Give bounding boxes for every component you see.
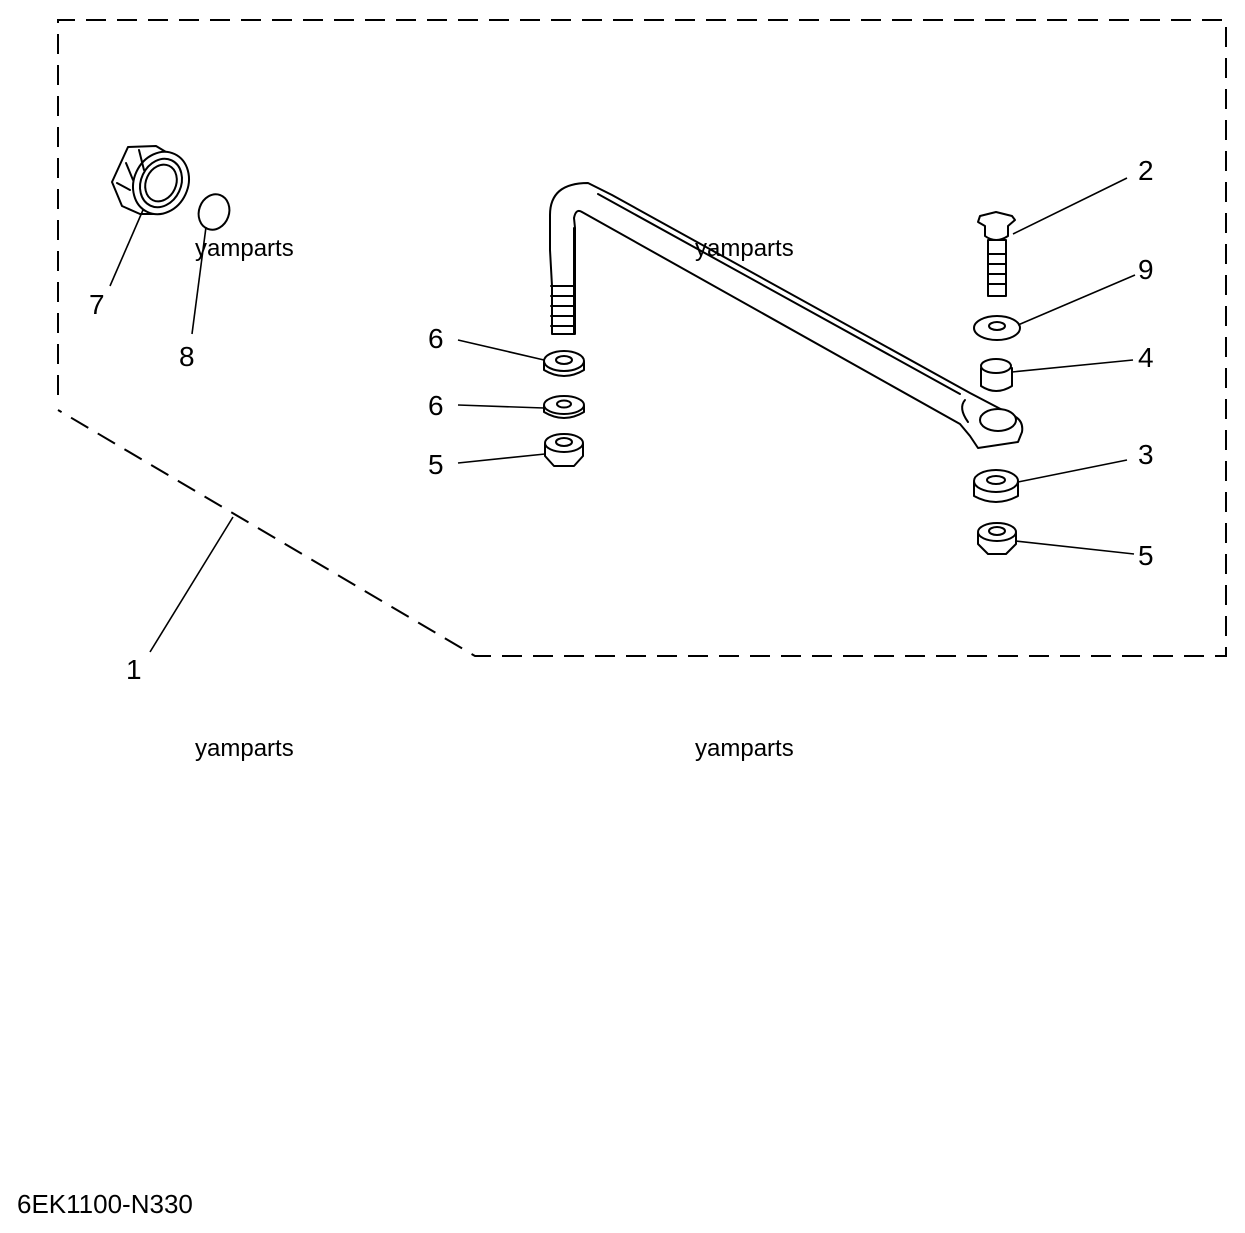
part-5-locknut-left [544, 433, 584, 467]
leader-line-8 [191, 226, 207, 335]
leader-line-3 [1017, 459, 1128, 483]
leader-line-7 [109, 209, 144, 287]
watermark-top-left: yamparts [195, 235, 294, 262]
leader-line-1 [149, 516, 234, 653]
part-6-washer-lower [543, 395, 585, 419]
callout-7: 7 [89, 289, 105, 320]
part-4-collar [980, 358, 1013, 392]
callout-5-left: 5 [428, 449, 444, 480]
leader-line-2 [1012, 177, 1128, 235]
callout-8: 8 [179, 341, 195, 372]
callout-6-lower: 6 [428, 390, 444, 421]
kit-boundary-outline [57, 19, 1227, 657]
leader-line-6a [457, 339, 545, 361]
part-3-washer [973, 469, 1019, 503]
callout-6-upper: 6 [428, 323, 444, 354]
leader-line-6b [457, 404, 545, 409]
callout-4: 4 [1138, 342, 1154, 373]
part-5-locknut-right [977, 522, 1017, 555]
watermark-top-right: yamparts [695, 235, 794, 262]
callout-2: 2 [1138, 155, 1154, 186]
watermark-bottom-right: yamparts [695, 735, 794, 762]
part-9-washer [973, 315, 1021, 341]
leader-line-5b [1014, 540, 1135, 555]
callout-3: 3 [1138, 439, 1154, 470]
leader-line-9 [1017, 274, 1136, 326]
part-2-bolt [977, 211, 1016, 297]
part-8-o-ring [197, 193, 231, 231]
leader-line-4 [1011, 359, 1134, 373]
callout-5-right: 5 [1138, 540, 1154, 571]
part-6-washer-upper [543, 350, 585, 377]
diagram-code: 6EK1100-N330 [17, 1189, 193, 1219]
part-7-fitting-nut [111, 145, 190, 216]
callout-9: 9 [1138, 254, 1154, 285]
watermark-bottom-left: yamparts [195, 735, 294, 762]
leader-line-5a [457, 453, 546, 464]
callout-1: 1 [126, 654, 142, 685]
steering-rod [549, 182, 1024, 449]
